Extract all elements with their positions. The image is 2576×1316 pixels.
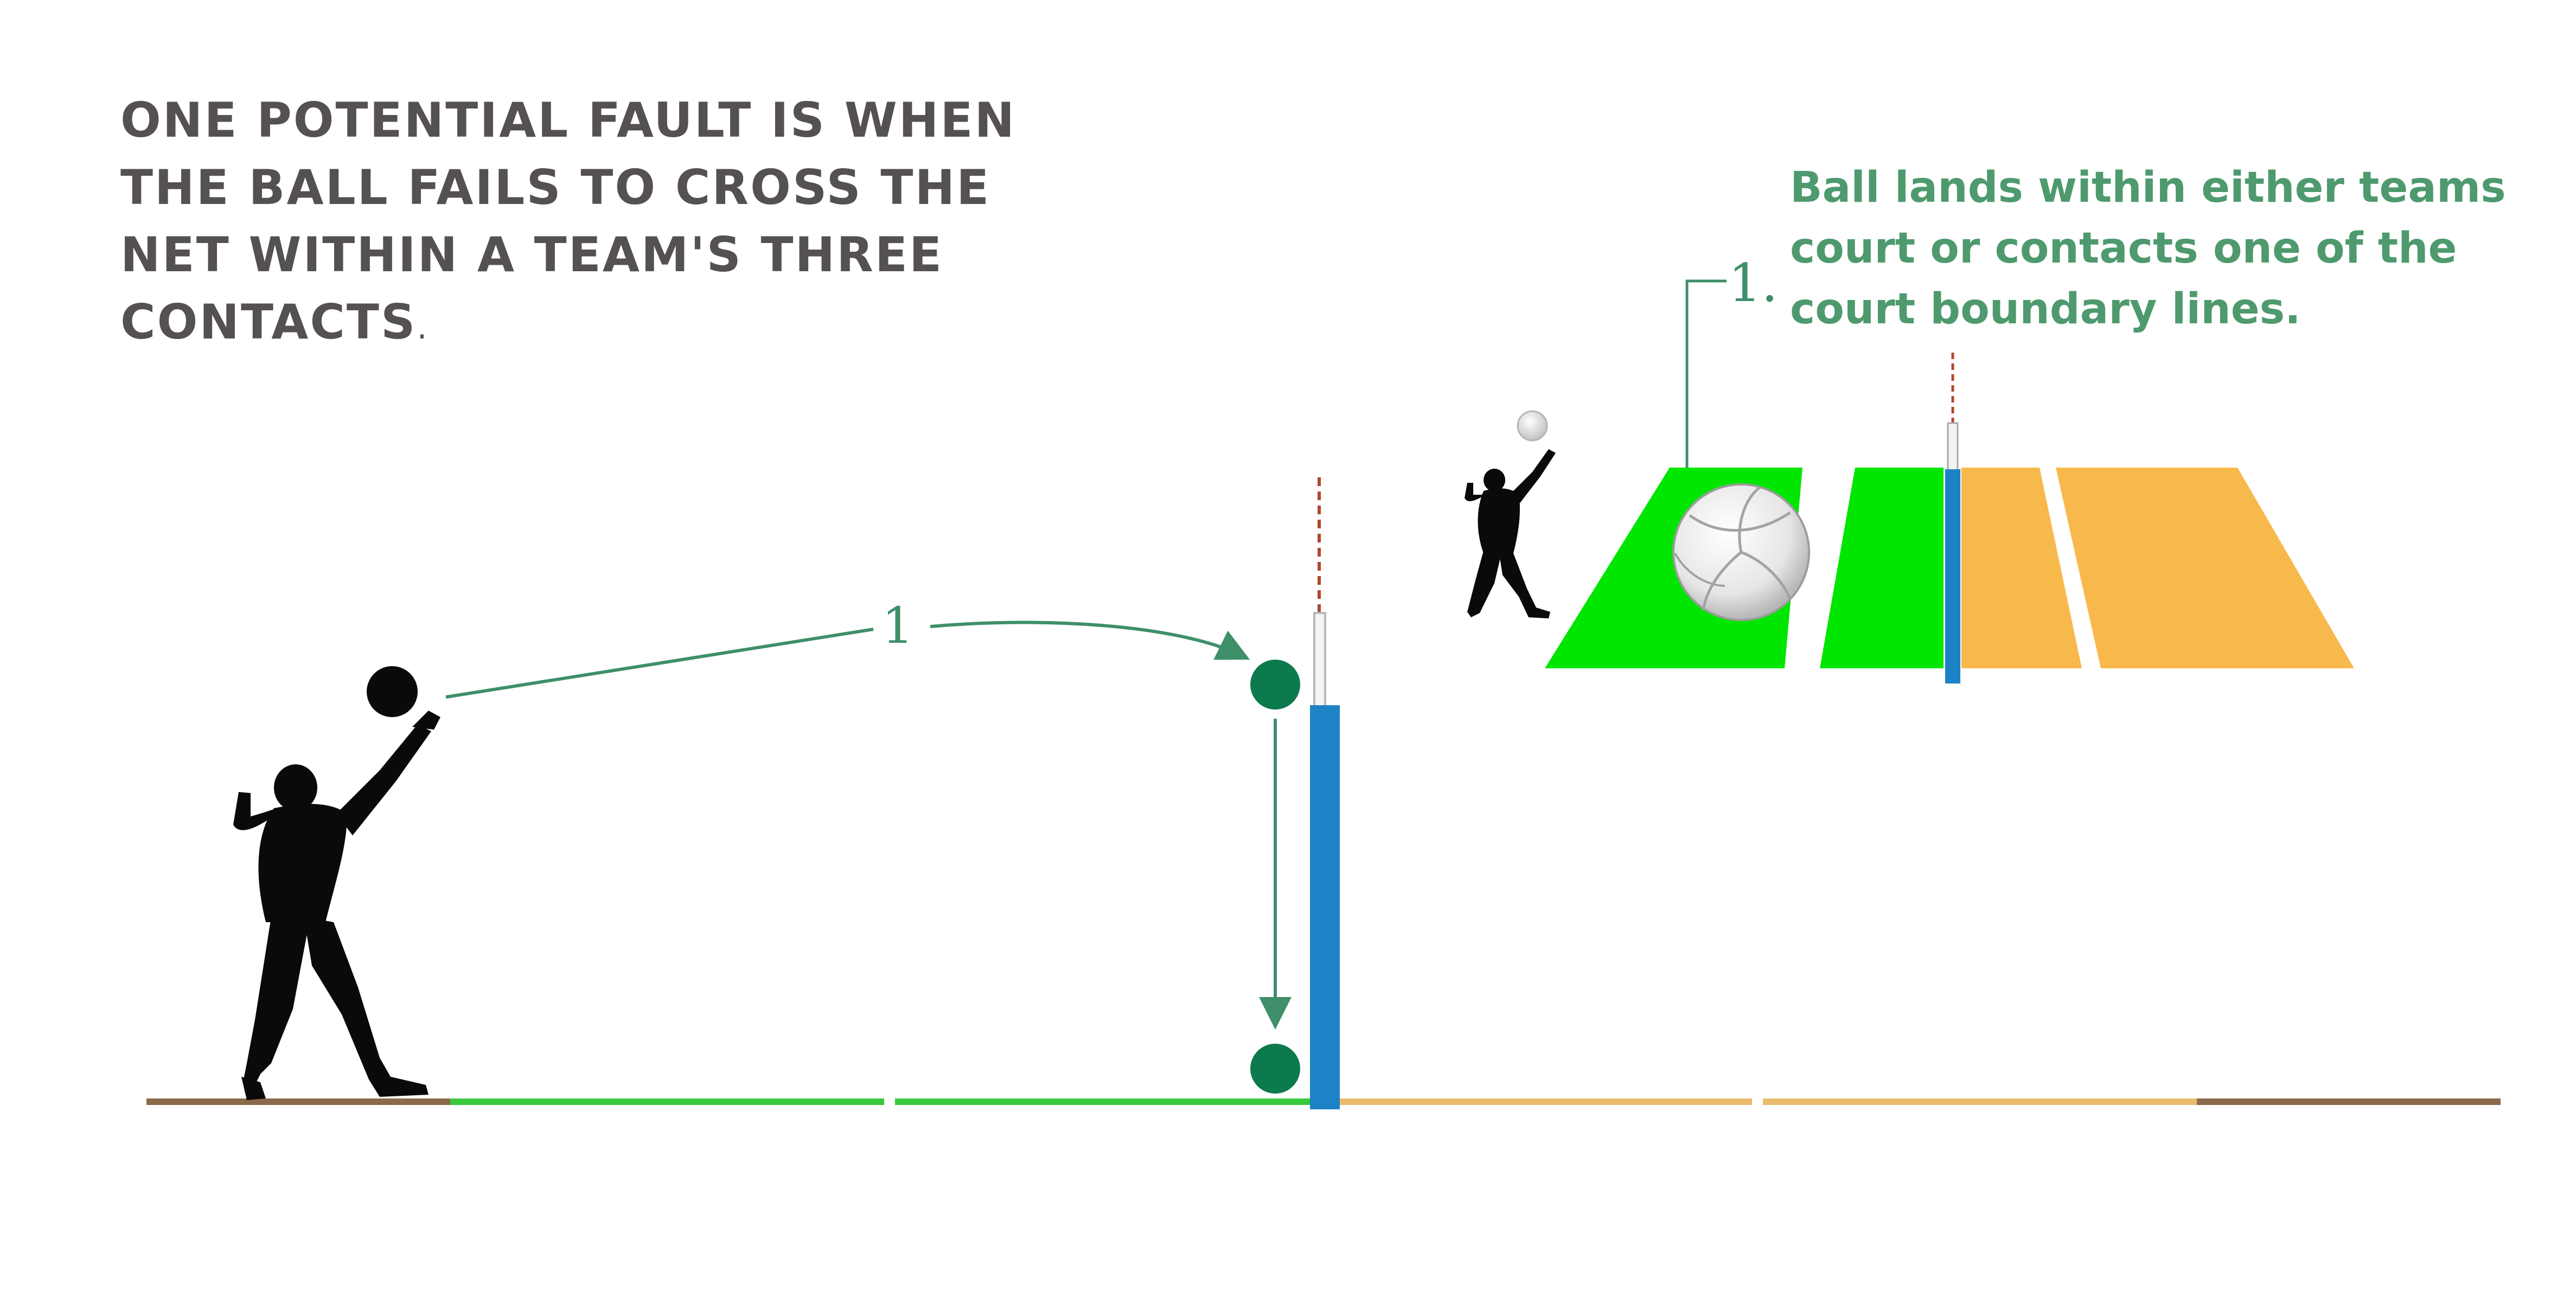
net-post-icon xyxy=(1310,477,1340,1109)
net-post-top xyxy=(1313,612,1326,712)
trajectory-arrow-right xyxy=(930,621,1250,660)
player-silhouette-serving-icon xyxy=(233,711,440,1100)
volleyball-small-icon xyxy=(1517,410,1548,442)
court-orange-back-zone xyxy=(2056,468,2354,668)
court-net-post-icon xyxy=(1945,469,1960,683)
player-silhouette-small-icon xyxy=(1465,449,1556,618)
headline-line-4-text: CONTACTS xyxy=(120,294,417,350)
court-green-front-zone xyxy=(1820,468,1944,668)
trajectory-line-left xyxy=(445,628,874,699)
volleyball-served-icon xyxy=(367,666,418,717)
annotation-line-1: Ball lands within either teams xyxy=(1790,163,2506,212)
contact-label-court: 1. xyxy=(1728,253,1778,314)
court-net-post-top xyxy=(1947,422,1959,473)
court-label-leader xyxy=(1685,279,1727,468)
floor-segment-green-front xyxy=(895,1098,1313,1105)
side-view: 1 xyxy=(146,477,2501,1109)
headline: ONE POTENTIAL FAULT IS WHEN THE BALL FAI… xyxy=(120,87,1341,361)
volleyball-on-court-icon xyxy=(1672,483,1810,621)
court-orange-front-zone xyxy=(1961,468,2082,668)
net-post-body xyxy=(1310,705,1340,1109)
annotation-line-2: court or contacts one of the xyxy=(1790,224,2457,273)
headline-line-3: NET WITHIN A TEAM'S THREE xyxy=(120,227,944,283)
court-view: 1. xyxy=(1465,253,2354,683)
floor-segment-tan-front xyxy=(1334,1098,1752,1105)
floor-segment-left-free-zone xyxy=(146,1098,450,1105)
annotation-line-3: court boundary lines. xyxy=(1790,285,2301,334)
floor-segment-right-free-zone xyxy=(2197,1098,2501,1105)
volleyball-landed-icon xyxy=(1250,1044,1300,1094)
headline-line-1: ONE POTENTIAL FAULT IS WHEN xyxy=(120,92,1017,148)
headline-end-mark: . xyxy=(417,309,427,347)
floor-segment-tan-back xyxy=(1763,1098,2197,1105)
headline-line-4: CONTACTS. xyxy=(120,289,1341,361)
floor-segment-green-back xyxy=(450,1098,884,1105)
volleyball-at-net-icon xyxy=(1250,660,1300,710)
floor-line xyxy=(146,1098,2501,1105)
court-annotation: Ball lands within either teams court or … xyxy=(1790,157,2506,340)
headline-line-2: THE BALL FAILS TO CROSS THE xyxy=(120,159,991,215)
contact-label-side: 1 xyxy=(882,597,914,655)
